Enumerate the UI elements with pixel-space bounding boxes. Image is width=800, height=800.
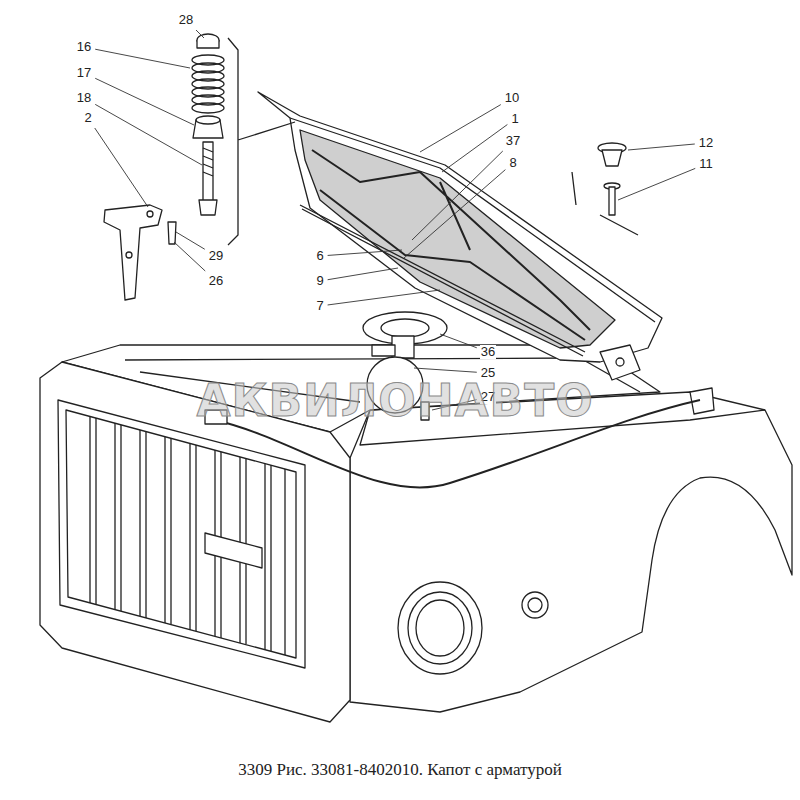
callout-number: 7 <box>315 299 324 313</box>
callout-number: 29 <box>208 249 224 263</box>
cup-17-top <box>196 116 220 124</box>
callout-number: 26 <box>208 274 224 288</box>
grille-inner <box>66 410 296 658</box>
intake-pipe <box>372 345 395 356</box>
leader-line <box>328 250 402 255</box>
leader-line <box>95 128 148 207</box>
bracket-line <box>228 38 295 245</box>
leader-line <box>440 334 477 348</box>
hood-rod <box>300 205 585 356</box>
bracket-hole <box>147 211 153 217</box>
bolt-18 <box>203 142 213 202</box>
spring-16 <box>192 55 224 113</box>
hood-hinge <box>600 345 640 380</box>
leader-line <box>196 30 204 38</box>
callout-number: 11 <box>698 157 714 171</box>
leader-line <box>176 232 205 249</box>
illustration-line <box>192 103 224 113</box>
bolt-29 <box>168 222 176 244</box>
nut-28-body <box>197 40 219 48</box>
hinge-bolt <box>616 358 624 366</box>
leader-line <box>412 151 503 240</box>
headlight-housing <box>398 582 482 674</box>
grille-slats <box>90 416 285 655</box>
headlight-lens <box>416 600 464 656</box>
leader-line <box>174 242 205 271</box>
leader-line <box>328 290 440 305</box>
callout-number: 18 <box>76 91 92 105</box>
leader-line <box>95 104 202 165</box>
bolt-18-head <box>199 200 217 215</box>
callout-number: 8 <box>508 156 517 170</box>
leader-line <box>618 168 695 200</box>
turn-signal-lens <box>528 598 542 612</box>
leader-line <box>404 170 505 258</box>
watermark: АКВИЛОНАВТО <box>196 375 593 426</box>
callout-number: 17 <box>76 66 92 80</box>
bracket-2 <box>104 205 162 300</box>
callout-number: 1 <box>510 112 519 126</box>
leader-line <box>420 105 501 152</box>
leader-line <box>95 78 194 125</box>
grille-badge <box>205 533 262 568</box>
callout-number: 12 <box>698 136 714 150</box>
grille-frame <box>58 400 305 668</box>
callout-number: 37 <box>505 134 521 148</box>
figure-caption: 3309 Рис. 33081-8402010. Капот с арматур… <box>0 760 800 780</box>
intake-plate-inner <box>381 319 429 337</box>
callout-number: 9 <box>315 274 324 288</box>
callout-number: 16 <box>76 40 92 54</box>
leader-line <box>328 268 398 280</box>
clip-12 <box>602 150 622 166</box>
hood <box>258 92 662 362</box>
pin-11 <box>609 187 615 215</box>
callout-number: 36 <box>480 345 496 359</box>
callout-number: 6 <box>315 249 324 263</box>
hood-edge <box>290 118 655 322</box>
leader-line <box>414 368 477 372</box>
callout-number: 10 <box>504 91 520 105</box>
bracket-hole <box>126 252 132 258</box>
hood-inner-panel <box>300 130 615 348</box>
callout-number: 2 <box>83 111 92 125</box>
headlight <box>408 592 472 664</box>
leader-line <box>442 125 507 172</box>
callout-number: 28 <box>178 13 194 27</box>
illustration-line <box>40 34 792 722</box>
bolt-18-thread <box>203 148 213 176</box>
leader-line <box>95 49 190 68</box>
hood-side-line <box>572 172 638 235</box>
leader-line <box>628 144 695 150</box>
turn-signal <box>522 592 548 618</box>
